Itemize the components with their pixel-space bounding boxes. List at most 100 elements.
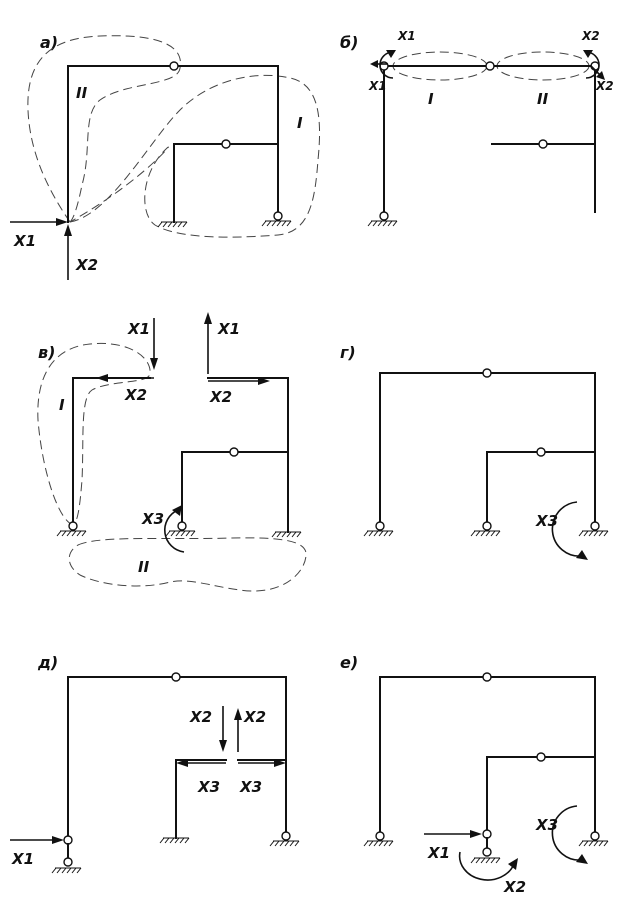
panel-d: д) X1 [10,653,300,874]
hinge-inner-b [538,139,548,149]
region-ii-contour-v [68,537,307,592]
hinge-top-b [485,61,495,71]
hinge-support-right-a [273,211,283,221]
support-right-v [271,531,302,538]
hinge-top-e [482,672,492,682]
arrow-x2-right-d [234,708,242,752]
label-x1-side-b: X1 [368,79,387,93]
arrow-x2-left-v [96,374,154,382]
support-inner-d [159,837,190,844]
label-x3-v: X3 [141,510,164,528]
arrow-x1-right-v [204,312,212,374]
arrow-x2-moment-e [458,851,518,881]
label-region-i-v: I [59,396,65,414]
label-x2-side-b: X2 [595,79,614,93]
label-region-ii-v: II [138,558,150,576]
panel-b-tag: б) [340,33,358,52]
arrow-x2-left-d [219,706,227,752]
hinge-top-g [482,368,492,378]
panel-b: б) X1 X1 X2 X2 I II [340,29,614,227]
support-right-e [578,840,609,847]
label-region-i-b: I [428,90,434,108]
panel-a: а) II I X1 X2 [10,33,320,280]
support-right-g [578,530,609,537]
hinge-support-right-e [590,831,600,841]
label-x2-e: X2 [503,878,526,896]
label-x2-top-b: X2 [581,29,600,43]
hinge-top-d [171,672,181,682]
label-x2-right-d: X2 [243,708,266,726]
arrow-x1-moment-b [370,50,396,79]
label-region-ii-a: II [76,84,88,102]
hinge-inner-upper-e [482,829,492,839]
hinge-inner-g [536,447,546,457]
hinge-support-right-d [281,831,291,841]
arrow-x1-left-v [150,318,158,370]
hinge-support-left-e [375,831,385,841]
support-inner-e [470,857,501,864]
support-inner-v [165,530,196,537]
hinge-left-lower-d [63,857,73,867]
hinge-left-upper-d [63,835,73,845]
panel-g-tag: г) [340,343,356,362]
region-ii-contour-a [27,35,181,223]
hinge-support-left-g [375,521,385,531]
arrow-x1-d [10,836,64,844]
panel-g: г) X3 [340,343,609,560]
label-x1-top-b: X1 [397,29,416,43]
region-i-contour-a [69,74,320,238]
support-left-v [56,530,87,537]
arrow-x2-moment-b [583,50,605,80]
label-x3-right-d: X3 [239,778,262,796]
label-x3-left-d: X3 [197,778,220,796]
support-right-d [269,840,300,847]
label-x1-e: X1 [427,844,450,862]
arrow-x2-right-v [208,377,270,385]
hinge-inner-e [536,752,546,762]
region-i-contour-v [37,342,151,526]
hinge-inner-lower-e [482,847,492,857]
panel-d-tag: д) [37,653,58,672]
arrow-x3-moment-v [164,505,185,553]
arrow-x2-a [64,224,72,280]
support-right-a [261,220,292,227]
panel-e: е) X1 X2 X3 [340,653,609,896]
arrow-x3-moment-g [551,501,588,560]
support-left-g [363,530,394,537]
support-left-d [51,867,82,874]
arrow-x3-right-d [238,759,286,767]
hinge-support-left-v [68,521,78,531]
label-x2-left-v: X2 [124,386,147,404]
support-left-e [363,840,394,847]
label-x1-right-v: X1 [217,320,240,338]
panel-v: в) X1 [37,312,307,592]
panel-v-tag: в) [38,343,55,362]
hinge-inner-v [229,447,239,457]
arrow-x3-moment-e [551,805,588,864]
hinge-support-inner-v [177,521,187,531]
support-left-b [367,220,398,227]
label-x3-e: X3 [535,816,558,834]
label-region-i-a: I [297,114,303,132]
label-x2-right-v: X2 [209,388,232,406]
arrow-x1-e [424,830,482,838]
hinge-support-right-g [590,521,600,531]
arrow-x1-a [10,218,68,226]
hinge-inner-a [221,139,231,149]
label-x1-left-v: X1 [127,320,150,338]
label-x3-g: X3 [535,512,558,530]
label-x1-a: X1 [13,232,36,250]
label-x2-a: X2 [75,256,98,274]
hinge-support-left-b [379,211,389,221]
panel-e-tag: е) [340,653,358,672]
label-x2-left-d: X2 [189,708,212,726]
support-inner-a [157,221,188,228]
label-region-ii-b: II [537,90,549,108]
label-x1-d: X1 [11,850,34,868]
panel-a-tag: а) [40,33,58,52]
hinge-support-inner-g [482,521,492,531]
arrow-x3-left-d [176,759,226,767]
support-inner-g [470,530,501,537]
hinge-top-a [169,61,179,71]
